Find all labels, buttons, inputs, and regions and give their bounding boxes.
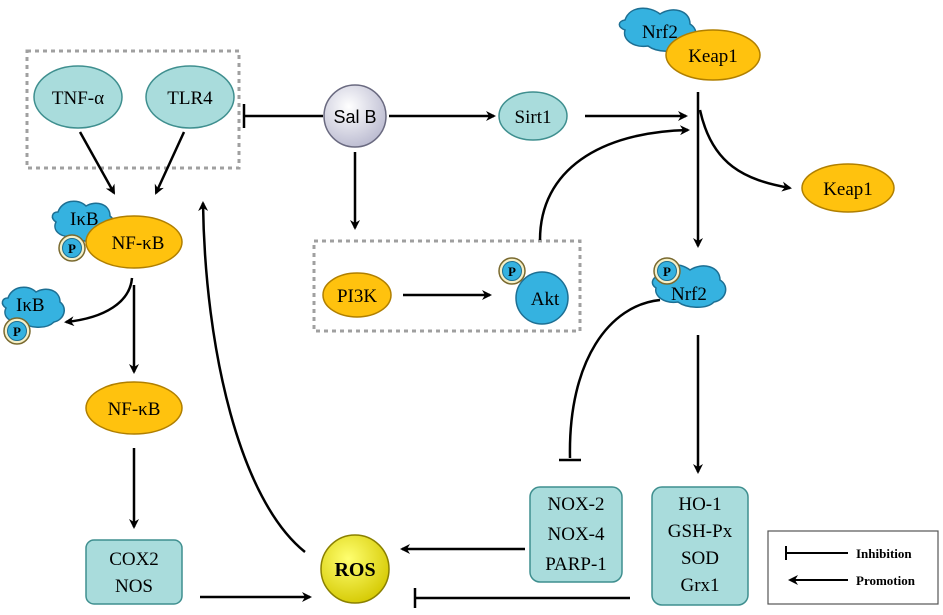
keap1-free-label: Keap1 (823, 179, 873, 200)
nrf2-p-node: Nrf2 P (651, 257, 727, 308)
keap1-free-node: Keap1 (801, 163, 895, 213)
tlr4-label: TLR4 (167, 88, 213, 109)
svg-text:P: P (508, 264, 516, 279)
tnf-alpha-label: TNF-α (52, 88, 104, 109)
ikb-nfkb-complex: IκB NF-κB P (51, 200, 183, 269)
phospho-badge: P (498, 257, 526, 285)
svg-text:P: P (13, 324, 21, 339)
ikb-complex-label: IκB (70, 209, 99, 230)
ikb-free-protein-shape (1, 286, 65, 328)
keap1-top-label: Keap1 (688, 46, 738, 67)
nfkb-free-node: NF-κB (85, 381, 183, 435)
nfkb-complex-label: NF-κB (112, 233, 165, 254)
tlr4-node: TLR4 (145, 65, 235, 129)
svg-text:P: P (68, 241, 76, 256)
ikb-free-node: IκB P (1, 286, 65, 345)
nos-label: NOS (115, 576, 153, 597)
nrf2-keap1-complex: Nrf2 Keap1 (618, 7, 761, 81)
parp1-label: PARP-1 (545, 554, 607, 575)
nrf2-p-label: Nrf2 (671, 284, 707, 305)
ros-label: ROS (334, 559, 375, 581)
pi3k-label: PI3K (337, 286, 377, 307)
cox2-label: COX2 (109, 549, 159, 570)
arrow-release-keap1 (698, 109, 792, 192)
arrows (64, 92, 792, 608)
arrow-ros-to-nfkb (198, 201, 306, 553)
nox4-label: NOX-4 (548, 524, 605, 545)
grx1-label: Grx1 (680, 575, 719, 596)
nfkb-free-label: NF-κB (108, 399, 161, 420)
receptor-group-box (25, 49, 241, 170)
svg-text:P: P (663, 264, 671, 279)
nox2-label: NOX-2 (548, 494, 605, 515)
legend-promotion-label: Promotion (856, 573, 916, 588)
sod-label: SOD (681, 548, 719, 569)
akt-label: Akt (531, 289, 560, 310)
nox-parp-box: NOX-2 NOX-4 PARP-1 (529, 486, 623, 583)
arrow-akt-to-nrf2keap1 (538, 125, 690, 241)
sal-b-node: Sal B (323, 84, 387, 148)
sal-b-label: Sal B (333, 107, 376, 127)
ikb-free-label: IκB (16, 295, 45, 316)
gshpx-label: GSH-Px (668, 521, 733, 542)
nrf2-top-label: Nrf2 (642, 22, 678, 43)
legend-box (767, 530, 939, 605)
sirt1-node: Sirt1 (498, 91, 568, 141)
pi3k-node: PI3K (322, 272, 392, 318)
phospho-badge: P (3, 317, 31, 345)
inhibit-nrf2p-to-nox (568, 298, 661, 459)
cox2-nos-box: COX2 NOS (85, 539, 183, 605)
legend: Inhibition Promotion (767, 530, 939, 605)
legend-inhibition-label: Inhibition (856, 546, 912, 561)
phospho-badge: P (58, 234, 86, 262)
pi3k-akt-group-box (312, 239, 582, 333)
antioxidant-box: HO-1 GSH-Px SOD Grx1 (651, 486, 749, 606)
arrow-tlr4-to-nfkb (154, 131, 186, 195)
ho1-label: HO-1 (678, 494, 721, 515)
arrow-nfkb-to-ikb (64, 277, 134, 327)
arrow-tnf-to-nfkb (78, 131, 116, 195)
ros-node: ROS (320, 534, 390, 604)
phospho-badge: P (653, 257, 681, 285)
akt-node: Akt P (498, 257, 569, 325)
sirt1-label: Sirt1 (515, 107, 552, 128)
tnf-alpha-node: TNF-α (33, 65, 123, 129)
